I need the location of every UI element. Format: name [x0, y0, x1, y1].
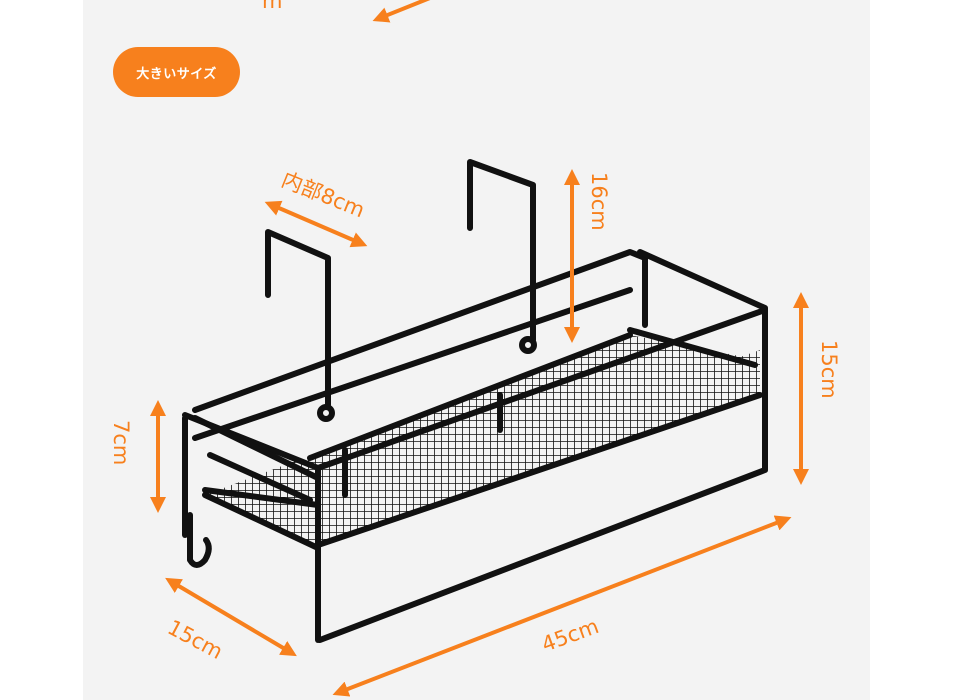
width-label: 45cm [539, 614, 602, 657]
hook-height-label: 16cm [587, 172, 611, 231]
depth-label: 15cm [164, 615, 227, 664]
top-cropped-label: m [262, 0, 282, 13]
height-label: 15cm [817, 340, 841, 399]
top-cropped-arrow [372, 0, 431, 23]
width-arrow [332, 515, 792, 697]
basket-illustration [182, 159, 768, 643]
inner-depth-arrow [264, 200, 368, 248]
dimension-arrows [150, 169, 809, 697]
basket-height-label: 7cm [109, 420, 133, 465]
size-badge-label: 大きいサイズ [136, 66, 217, 82]
size-badge: 大きいサイズ [113, 47, 240, 97]
depth-arrow [165, 577, 297, 657]
